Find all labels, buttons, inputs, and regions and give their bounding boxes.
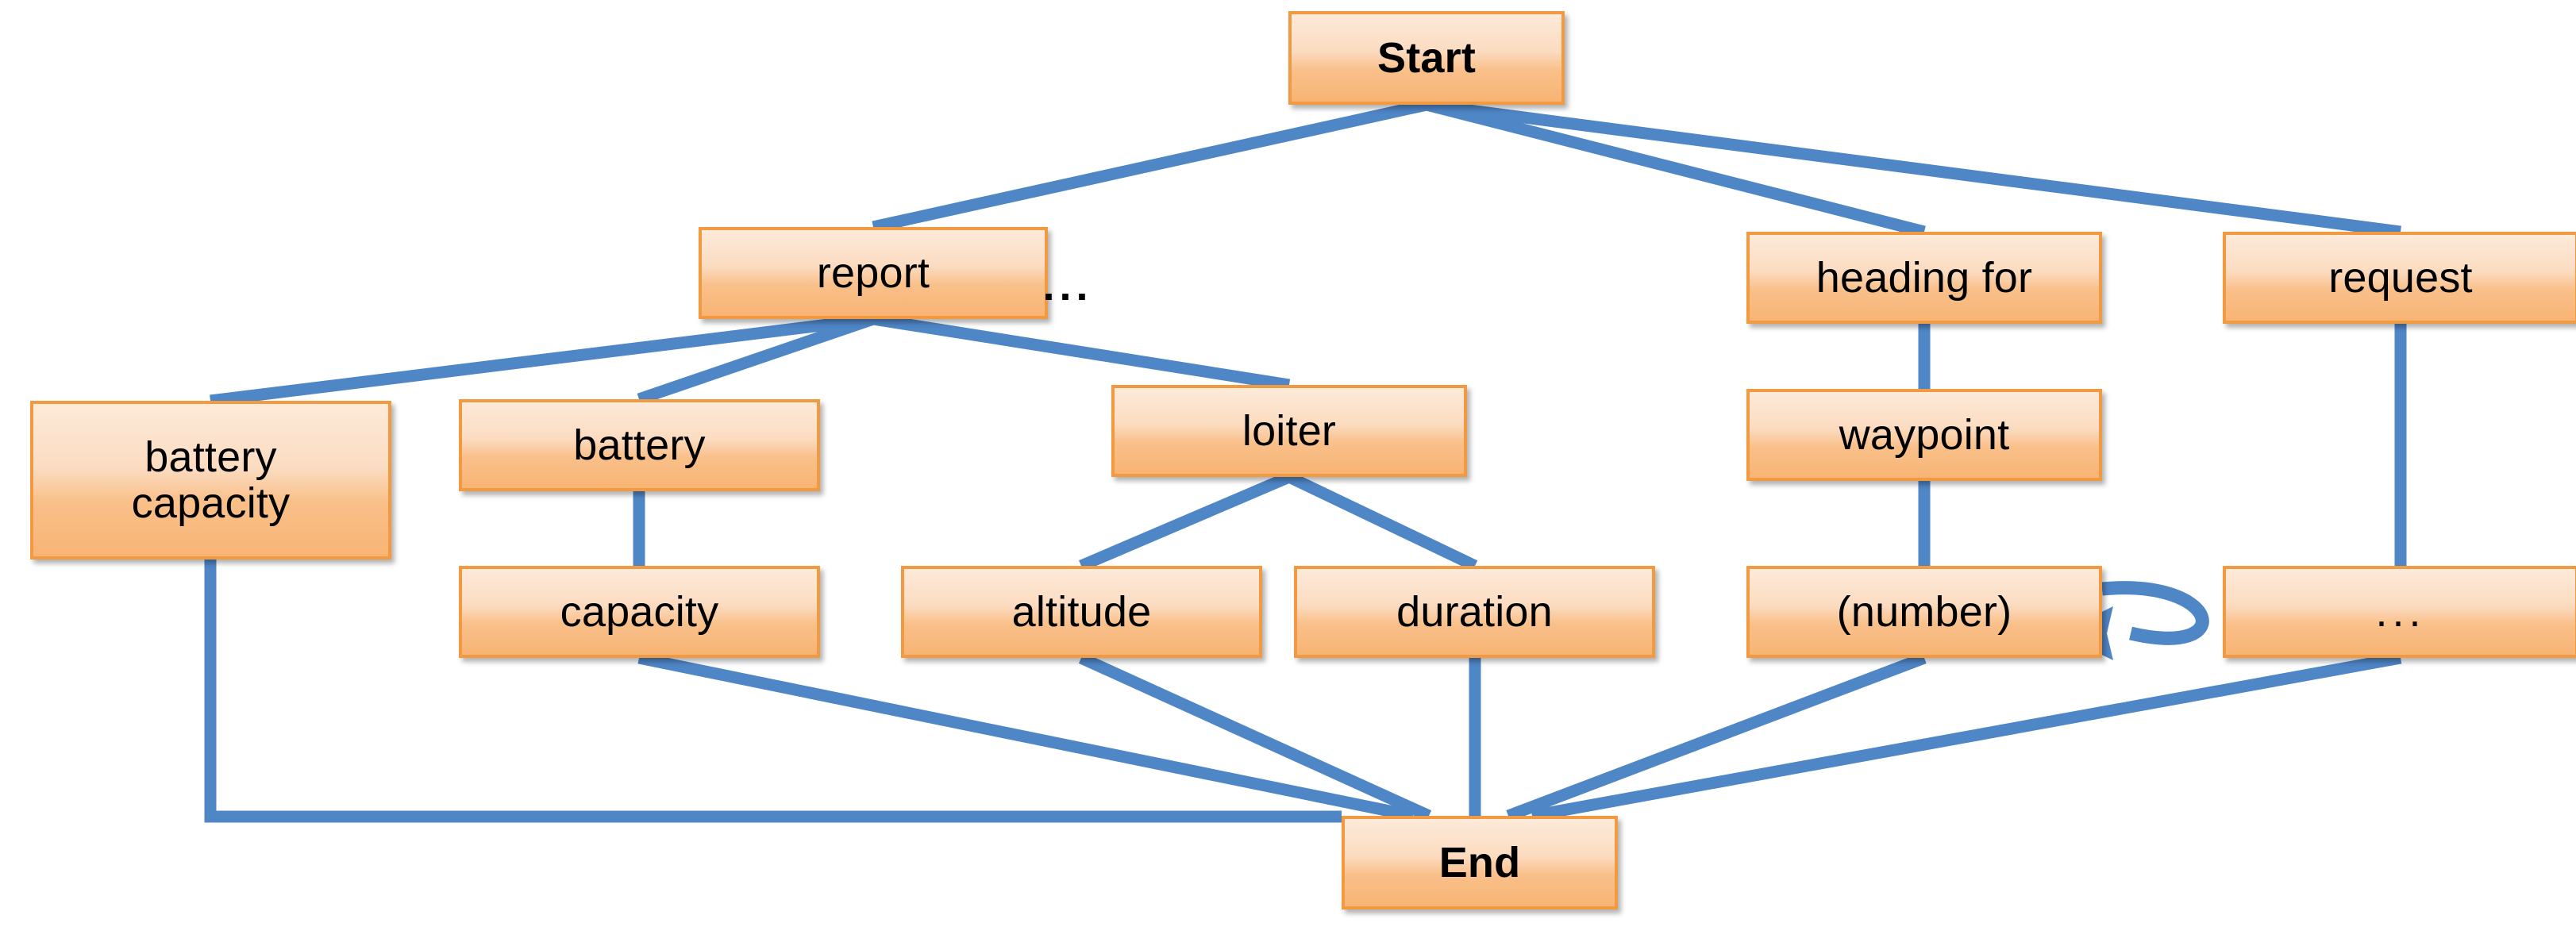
- node-start[interactable]: Start: [1288, 11, 1565, 105]
- node-label-request: request: [2328, 253, 2473, 302]
- node-capacity[interactable]: capacity: [459, 566, 820, 658]
- edge-report-battery: [637, 313, 876, 406]
- edge-report-loiter: [872, 313, 1291, 391]
- node-waypoint[interactable]: waypoint: [1746, 389, 2102, 481]
- node-number[interactable]: (number): [1746, 566, 2102, 658]
- node-label-number: (number): [1836, 587, 2012, 636]
- edge-report-battery-capacity: [210, 313, 874, 407]
- edge-start-heading-for: [1425, 98, 1926, 238]
- node-label-ellipsis-box: ...: [2375, 587, 2426, 636]
- node-request[interactable]: request: [2223, 232, 2576, 324]
- edge-start-report: [872, 98, 1428, 233]
- edge-loiter-altitude: [1079, 471, 1292, 571]
- node-ellipsis-box[interactable]: ...: [2223, 566, 2576, 658]
- node-label-battery-capacity: battery capacity: [131, 433, 291, 527]
- node-altitude[interactable]: altitude: [901, 566, 1262, 658]
- node-label-battery: battery: [573, 421, 706, 469]
- node-label-capacity: capacity: [560, 587, 719, 636]
- edge-capacity-end: [637, 652, 1415, 822]
- node-loiter[interactable]: loiter: [1111, 385, 1467, 477]
- node-duration[interactable]: duration: [1294, 566, 1655, 658]
- node-label-report: report: [816, 248, 930, 297]
- edge-number-self-loop: [2101, 581, 2209, 645]
- node-end[interactable]: End: [1342, 816, 1618, 909]
- edge-start-request: [1426, 98, 2401, 238]
- node-label-loiter: loiter: [1242, 406, 1337, 455]
- node-heading-for[interactable]: heading for: [1746, 232, 2102, 324]
- node-report[interactable]: report: [699, 227, 1048, 319]
- node-battery[interactable]: battery: [459, 399, 820, 491]
- edge-altitude-end: [1078, 652, 1432, 821]
- node-label-heading-for: heading for: [1816, 253, 2033, 302]
- node-battery-capacity[interactable]: battery capacity: [30, 401, 391, 560]
- node-label-end: End: [1438, 838, 1521, 886]
- edge-number-end: [1506, 652, 1927, 822]
- node-label-altitude: altitude: [1011, 587, 1152, 636]
- edge-ellipsis-box-end: [1531, 652, 2402, 822]
- node-label-duration: duration: [1396, 587, 1553, 636]
- edge-loiter-duration: [1286, 471, 1478, 571]
- node-label-start: Start: [1377, 33, 1477, 82]
- floating-label-ellipsis-top: ...: [1042, 262, 1093, 310]
- node-label-waypoint: waypoint: [1839, 410, 2010, 459]
